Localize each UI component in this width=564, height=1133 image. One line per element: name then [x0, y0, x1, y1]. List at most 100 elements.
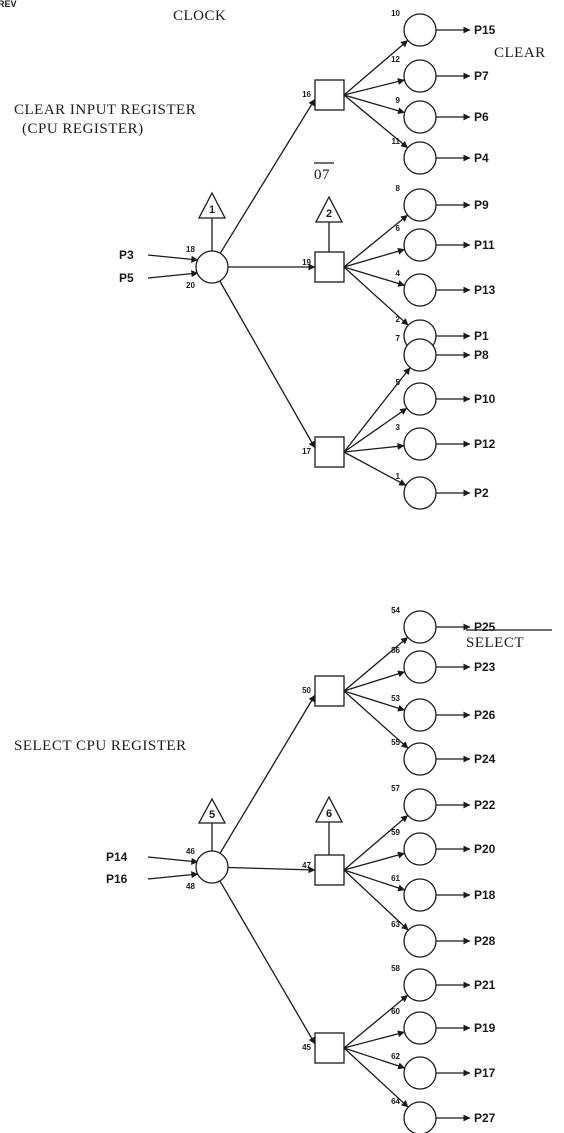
register-pin-number: 19	[302, 258, 311, 267]
output-pin-number: 63	[391, 920, 400, 929]
output-wire	[343, 994, 409, 1049]
output-wire	[343, 94, 409, 149]
output-label: P12	[474, 437, 496, 451]
output-circle	[403, 788, 437, 822]
overbar-07-label: 07	[314, 167, 330, 183]
main-gate-circle	[195, 850, 229, 884]
output-wire	[343, 1047, 406, 1070]
output-label: P1	[474, 329, 489, 343]
triangle-number: 6	[326, 808, 332, 820]
register-box	[314, 436, 345, 468]
input-pin-number: 48	[186, 882, 195, 891]
output-label: P27	[474, 1111, 496, 1125]
triangle-marker	[314, 795, 344, 823]
input-wire	[147, 856, 199, 865]
output-circle	[403, 1011, 437, 1045]
output-circle	[403, 273, 437, 307]
output-label: P10	[474, 392, 496, 406]
input-label: P14	[106, 850, 128, 864]
output-label: P18	[474, 888, 496, 902]
output-circle	[403, 968, 437, 1002]
output-circle	[403, 13, 437, 47]
output-wire	[343, 247, 405, 268]
register-pin-number: 17	[302, 447, 311, 456]
output-pin-number: 12	[391, 55, 400, 64]
output-label: P15	[474, 23, 496, 37]
output-pin-number: 60	[391, 1007, 400, 1016]
register-pin-number: 50	[302, 686, 311, 695]
output-circle	[403, 1056, 437, 1090]
output-wire	[343, 1047, 409, 1108]
output-circle	[403, 1101, 437, 1133]
register-box	[314, 675, 345, 707]
output-circle	[403, 832, 437, 866]
output-circle	[403, 610, 437, 644]
triangle-number: 2	[326, 208, 332, 220]
output-circle	[403, 924, 437, 958]
output-pin-number: 7	[396, 334, 401, 343]
output-label: P19	[474, 1021, 496, 1035]
output-label: P11	[474, 238, 495, 252]
input-wire	[147, 254, 199, 263]
output-pin-number: 56	[391, 646, 400, 655]
output-pin-number: 57	[391, 784, 400, 793]
rev-label: REV	[0, 0, 17, 9]
output-wire	[343, 78, 405, 96]
output-wire	[343, 670, 406, 692]
output-pin-number: 4	[396, 269, 401, 278]
output-label: P9	[474, 198, 489, 212]
input-wire	[147, 270, 199, 279]
output-label: P13	[474, 283, 496, 297]
output-label: P22	[474, 798, 496, 812]
output-wire	[343, 39, 409, 96]
output-wire	[343, 690, 409, 749]
output-circle	[403, 650, 437, 684]
branch-wire	[227, 866, 316, 874]
output-wire	[343, 869, 406, 892]
main-gate-circle	[195, 250, 229, 284]
output-wire	[343, 851, 405, 871]
output-pin-number: 58	[391, 964, 400, 973]
input-pin-number: 20	[186, 281, 195, 290]
output-circle	[403, 382, 437, 416]
triangle-number: 5	[209, 809, 215, 821]
triangle-number: 1	[209, 204, 215, 216]
branch-wire	[219, 694, 316, 854]
output-circle	[403, 476, 437, 510]
output-circle	[403, 698, 437, 732]
output-pin-number: 6	[396, 224, 401, 233]
output-label: P21	[474, 978, 496, 992]
output-label: P4	[474, 151, 489, 165]
output-label: P7	[474, 69, 489, 83]
output-circle	[403, 100, 437, 134]
output-label: P25	[474, 620, 496, 634]
register-pin-number: 45	[302, 1043, 311, 1052]
output-pin-number: 11	[392, 137, 401, 146]
triangle-marker	[197, 191, 227, 219]
output-wire	[343, 869, 409, 931]
output-pin-number: 2	[396, 315, 401, 324]
branch-wire	[219, 280, 316, 449]
output-wire	[343, 214, 409, 268]
output-label: P20	[474, 842, 496, 856]
input-label: P5	[119, 271, 134, 285]
output-label: P8	[474, 348, 489, 362]
input-pin-number: 46	[186, 847, 195, 856]
output-circle	[403, 228, 437, 262]
output-pin-number: 54	[391, 606, 400, 615]
output-wire	[343, 367, 411, 453]
output-wire	[343, 266, 409, 326]
clear-title: CLEAR	[494, 45, 546, 61]
output-label: P2	[474, 486, 489, 500]
output-label: P23	[474, 660, 496, 674]
output-label: P6	[474, 110, 489, 124]
output-circle	[403, 141, 437, 175]
output-label: P17	[474, 1066, 496, 1080]
clear-input-register-title: CLEAR INPUT REGISTER	[14, 102, 196, 118]
triangle-marker	[197, 797, 227, 824]
output-wire	[343, 451, 407, 486]
output-pin-number: 9	[396, 96, 401, 105]
output-pin-number: 1	[396, 472, 401, 481]
triangle-marker	[314, 195, 344, 223]
